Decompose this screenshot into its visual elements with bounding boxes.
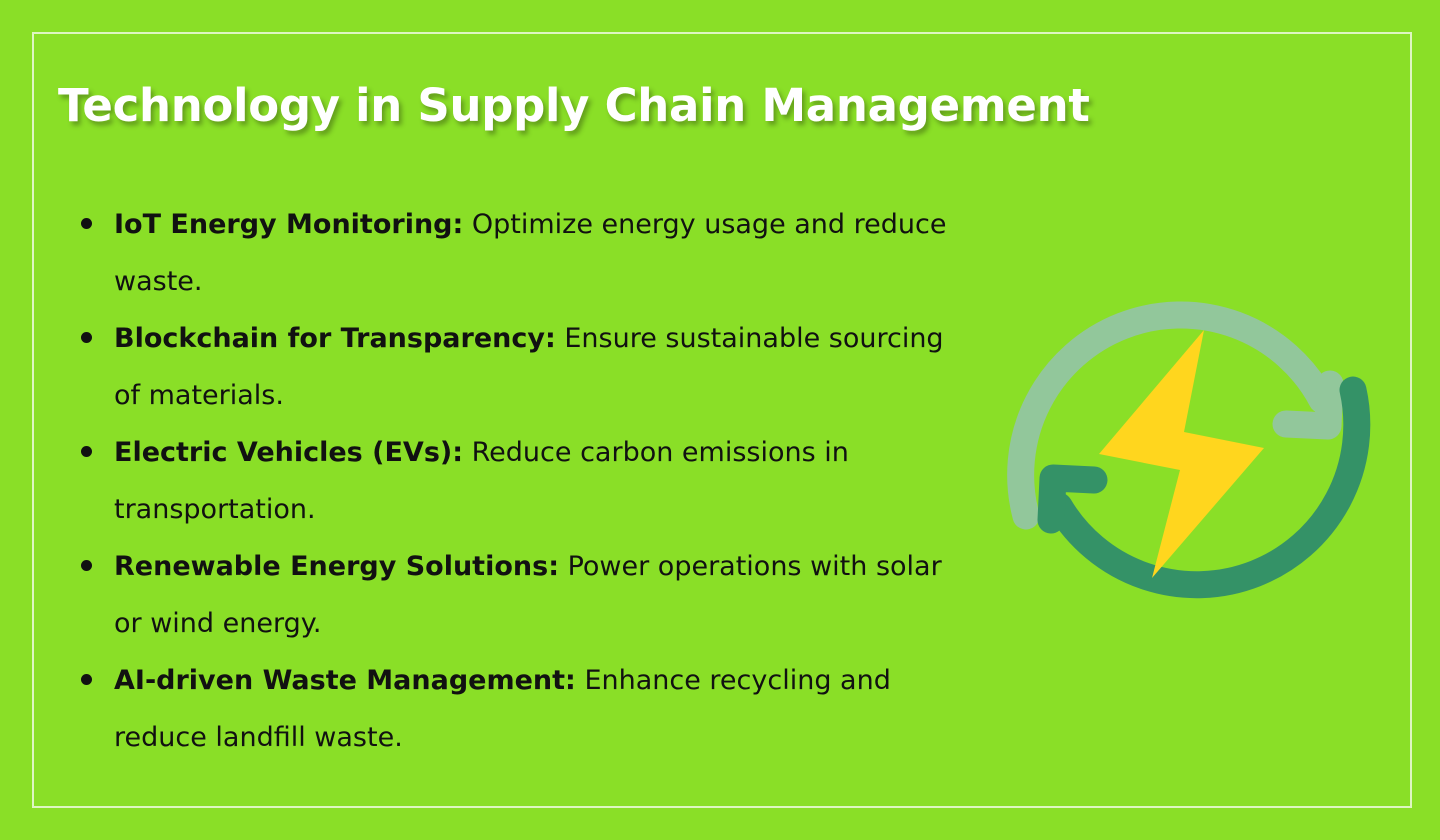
list-item: Renewable Energy Solutions: Power operat… <box>72 538 972 652</box>
bullet-dot-icon <box>81 674 92 685</box>
list-item-term: AI-driven Waste Management: <box>114 665 576 696</box>
bullet-dot-icon <box>81 446 92 457</box>
list-item: IoT Energy Monitoring: Optimize energy u… <box>72 196 972 310</box>
list-item-text: Optimize energy usage and reduce waste. <box>114 209 947 297</box>
list-item-term: IoT Energy Monitoring: <box>114 209 464 240</box>
recycle-arrow-head-dark-icon <box>1037 464 1108 534</box>
recycle-arc-light-icon <box>1007 301 1336 530</box>
bullet-dot-icon <box>81 332 92 343</box>
bullet-list: IoT Energy Monitoring: Optimize energy u… <box>72 196 972 766</box>
renewable-energy-cycle-icon <box>1007 278 1371 626</box>
bullet-dot-icon <box>81 560 92 571</box>
list-item-text: Power operations with solar or wind ener… <box>114 551 942 639</box>
bullet-dot-icon <box>81 218 92 229</box>
list-item-term: Renewable Energy Solutions: <box>114 551 559 582</box>
recycle-arrow-head-light-icon <box>1272 370 1344 440</box>
list-item-term: Blockchain for Transparency: <box>114 323 556 354</box>
list-item-text: Ensure sustainable sourcing of materials… <box>114 323 944 411</box>
list-item-term: Electric Vehicles (EVs): <box>114 437 464 468</box>
recycle-arc-dark-icon <box>1045 376 1371 599</box>
list-item-text: Reduce carbon emissions in transportatio… <box>114 437 849 525</box>
list-item: Blockchain for Transparency: Ensure sust… <box>72 310 972 424</box>
list-item: AI-driven Waste Management: Enhance recy… <box>72 652 972 766</box>
list-item-text: Enhance recycling and reduce landfill wa… <box>114 665 891 753</box>
page-title: Technology in Supply Chain Management <box>58 79 1090 132</box>
lightning-bolt-icon <box>1099 330 1264 578</box>
list-item: Electric Vehicles (EVs): Reduce carbon e… <box>72 424 972 538</box>
